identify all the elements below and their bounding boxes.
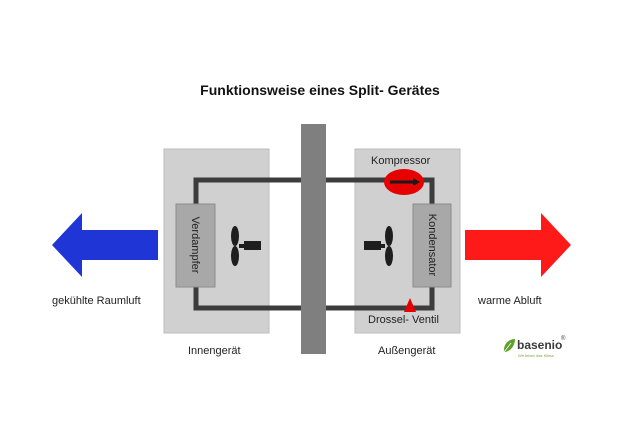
evaporator-block — [175, 203, 216, 288]
logo-registered: ® — [561, 336, 566, 342]
arrow-right-icon — [465, 213, 571, 277]
fan-icon — [231, 226, 261, 266]
compressor-label: Kompressor — [371, 155, 431, 167]
valve-icon — [404, 298, 416, 312]
condenser-block — [412, 203, 452, 288]
leaf-icon — [503, 339, 515, 353]
indoor-unit-label: Innengerät — [188, 345, 241, 357]
warm-exhaust-label: warme Abluft — [478, 295, 542, 307]
wall — [301, 124, 326, 354]
fan-icon — [364, 226, 393, 266]
evaporator-label: Verdampfer — [189, 216, 201, 274]
valve-label: Drossel- Ventil — [368, 314, 439, 326]
arrow-left-icon — [52, 213, 158, 277]
outdoor-unit-label: Außengerät — [378, 345, 436, 357]
diagram-title: Funktionsweise eines Split- Gerätes — [200, 82, 440, 98]
compressor-icon — [384, 169, 424, 195]
logo-tagline: Wir leben das Klima — [518, 353, 554, 358]
cooled-air-label: gekühlte Raumluft — [52, 295, 141, 307]
condenser-label: Kondensator — [426, 213, 438, 277]
logo-name: basenio — [517, 338, 563, 352]
